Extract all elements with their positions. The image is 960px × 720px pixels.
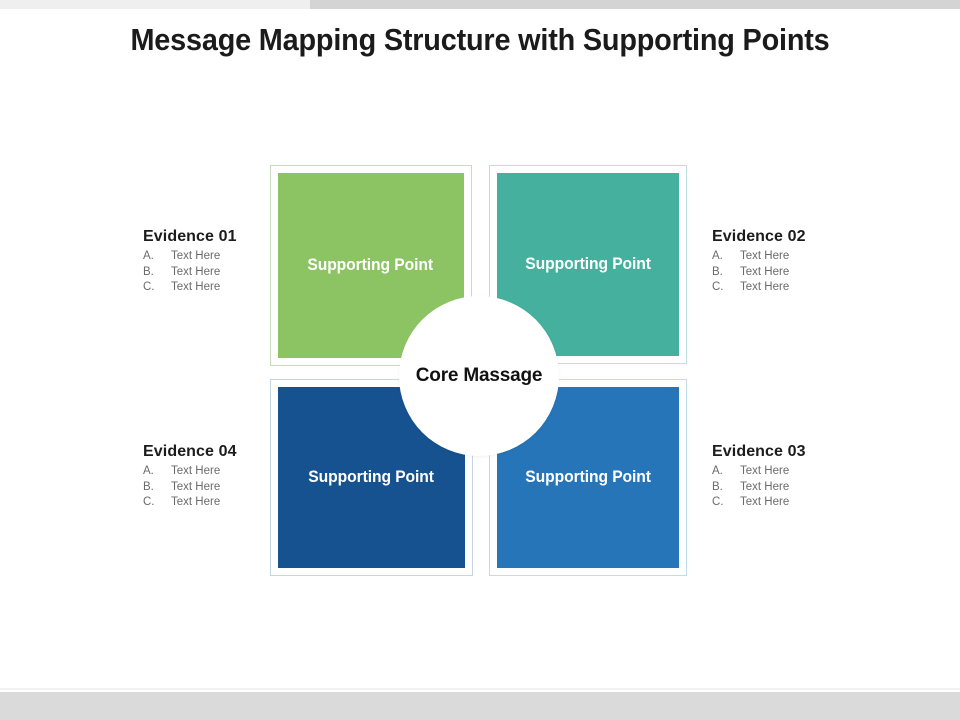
quadrant-bottom-right-label: Supporting Point [525,468,651,486]
list-item: C. Text Here [143,280,333,296]
evidence-02-marker-c: C. [712,281,724,293]
list-item: C. Text Here [712,280,902,296]
list-item: A. Text Here [712,249,902,265]
evidence-03-marker-a: A. [712,465,723,477]
list-item: A. Text Here [143,249,333,265]
quadrant-bottom-left-label: Supporting Point [308,468,435,486]
evidence-block-01: Evidence 01 A. Text Here B. Text Here C.… [143,228,333,296]
evidence-01-marker-c: C. [143,281,155,293]
slide-top-bar-left-segment [0,0,310,9]
evidence-01-text-c: Text Here [171,281,221,293]
core-message-label: Core Massage [415,365,543,386]
evidence-04-marker-c: C. [143,496,155,508]
evidence-02-marker-a: A. [712,250,723,262]
evidence-02-text-b: Text Here [740,265,790,278]
evidence-02-text-c: Text Here [740,281,790,293]
evidence-02-marker-b: B. [712,265,723,278]
evidence-block-02: Evidence 02 A. Text Here B. Text Here C.… [712,228,902,296]
evidence-03-text-c: Text Here [740,496,790,508]
evidence-03-text-a: Text Here [740,465,790,477]
evidence-03-text-b: Text Here [740,480,790,493]
evidence-03-title: Evidence 03 [712,443,806,460]
list-item: A. Text Here [143,464,333,480]
page-title: Message Mapping Structure with Supportin… [130,22,830,57]
list-item: B. Text Here [712,480,902,496]
quadrant-bottom-right[interactable]: Supporting Point [489,379,687,576]
evidence-04-text-c: Text Here [171,496,221,508]
evidence-04-title: Evidence 04 [143,443,237,460]
evidence-01-title: Evidence 01 [143,228,237,245]
evidence-block-04: Evidence 04 A. Text Here B. Text Here C.… [143,443,333,511]
evidence-01-list: A. Text Here B. Text Here C. Text Here [143,249,333,296]
evidence-03-marker-b: B. [712,480,723,493]
message-mapping-diagram: Supporting Point Supporting Point Suppor… [143,165,902,576]
evidence-04-marker-b: B. [143,480,154,493]
evidence-04-marker-a: A. [143,465,154,477]
evidence-01-text-b: Text Here [171,265,221,278]
slide-bottom-hairline [0,688,960,690]
evidence-04-text-b: Text Here [171,480,221,493]
evidence-01-marker-a: A. [143,250,154,262]
evidence-02-title: Evidence 02 [712,228,806,245]
evidence-03-list: A. Text Here B. Text Here C. Text Here [712,464,902,511]
evidence-block-03: Evidence 03 A. Text Here B. Text Here C.… [712,443,902,511]
quadrant-top-left-label: Supporting Point [307,256,433,274]
evidence-04-list: A. Text Here B. Text Here C. Text Here [143,464,333,511]
list-item: C. Text Here [712,495,902,511]
list-item: B. Text Here [143,480,333,496]
quadrant-top-right-label: Supporting Point [525,255,651,273]
slide-bottom-bar [0,692,960,720]
core-message-circle[interactable]: Core Massage [399,296,559,456]
evidence-03-marker-c: C. [712,496,724,508]
evidence-02-list: A. Text Here B. Text Here C. Text Here [712,249,902,296]
list-item: C. Text Here [143,495,333,511]
list-item: A. Text Here [712,464,902,480]
evidence-04-text-a: Text Here [171,465,221,477]
evidence-01-text-a: Text Here [171,250,221,262]
list-item: B. Text Here [712,265,902,281]
evidence-02-text-a: Text Here [740,250,790,262]
list-item: B. Text Here [143,265,333,281]
evidence-01-marker-b: B. [143,265,154,278]
slide-top-bar [0,0,960,9]
